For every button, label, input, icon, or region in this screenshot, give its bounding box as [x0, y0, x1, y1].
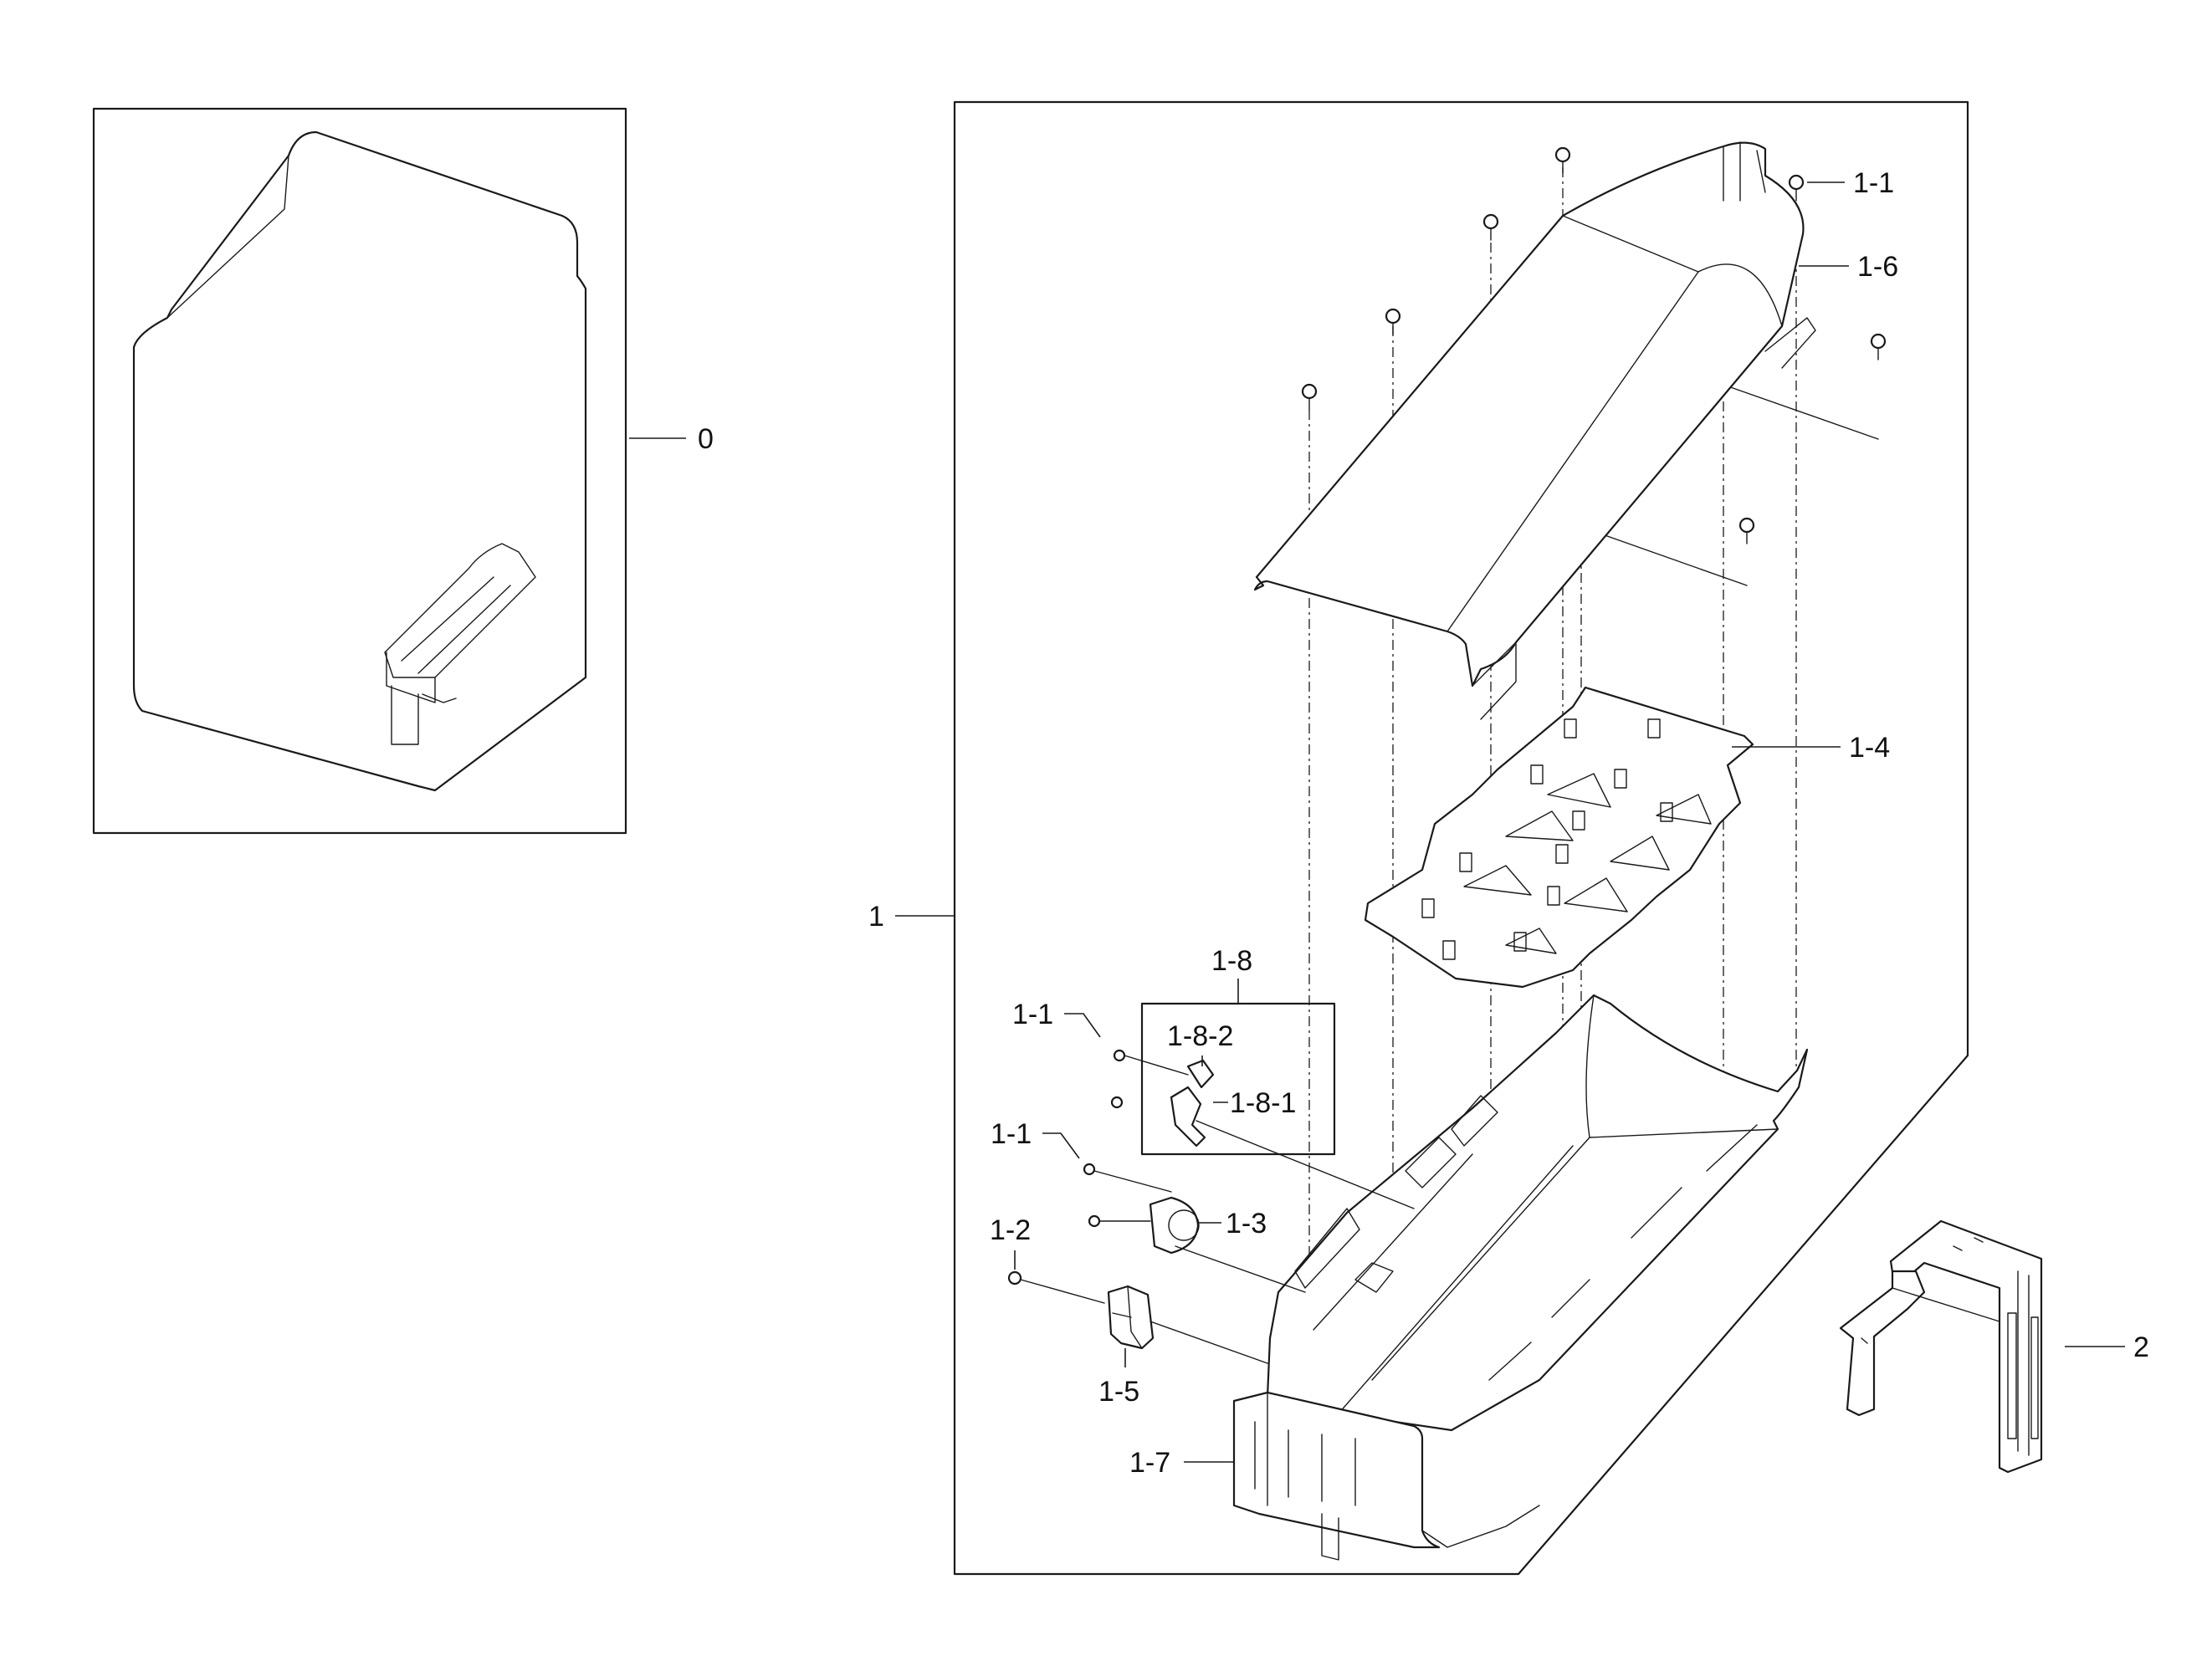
base-plate: [1232, 1391, 1540, 1561]
mounting-bracket: [1839, 1219, 2043, 1474]
label-mounting-bracket-2: 2: [2133, 1331, 2149, 1363]
label-fuse-1-8-1: 1-8-1: [1230, 1087, 1296, 1119]
duct-housing: [1266, 994, 1809, 1432]
label-fuse-1-8-2: 1-8-2: [1167, 1020, 1233, 1052]
heater-cover: [1253, 141, 1816, 720]
top-screws: [1301, 146, 1887, 544]
label-fuse-group-1-8: 1-8: [1211, 945, 1252, 977]
label-screw-1-2: 1-2: [990, 1214, 1031, 1246]
label-cover-1-6: 1-6: [1857, 251, 1898, 283]
screw-mid-2: 1-1: [991, 1118, 1172, 1193]
label-heater-plate: 1-4: [1849, 732, 1890, 764]
label-screw-mid-1: 1-1: [1012, 999, 1053, 1030]
label-screw-top: 1-1: [1853, 167, 1894, 199]
dryer-frame: [92, 107, 627, 835]
fuse-parts: [1110, 1049, 1415, 1209]
thermostat: [1088, 1196, 1306, 1293]
screw-1-2: [1007, 1250, 1105, 1304]
screw-mid-1: 1-1: [1012, 999, 1101, 1038]
label-bracket-1-5: 1-5: [1098, 1376, 1139, 1408]
dryer-heater-preview: [384, 543, 536, 745]
label-duct-assembly: 1: [868, 901, 884, 933]
label-base-plate-1-7: 1-7: [1129, 1447, 1170, 1479]
label-thermostat-1-3: 1-3: [1226, 1208, 1267, 1239]
dryer-cabinet: [132, 130, 587, 792]
heater-plate: [1364, 686, 1754, 989]
duct-assembly-frame: [953, 100, 1969, 1576]
bracket-1-5: [1107, 1285, 1268, 1364]
label-screw-mid-2: 1-1: [991, 1118, 1032, 1150]
label-dryer: 0: [698, 423, 714, 455]
